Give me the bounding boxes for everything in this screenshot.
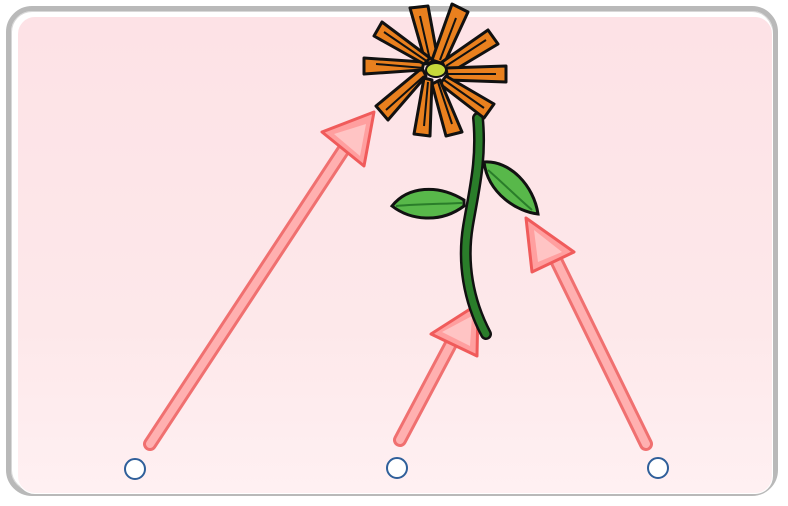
arrow-middle[interactable] xyxy=(400,304,478,440)
arrow-right[interactable] xyxy=(526,218,646,444)
handle-middle[interactable] xyxy=(387,458,407,478)
handle-right[interactable] xyxy=(648,458,668,478)
flower-icon xyxy=(364,4,538,334)
handle-left[interactable] xyxy=(125,459,145,479)
arrow-left[interactable] xyxy=(150,112,374,444)
